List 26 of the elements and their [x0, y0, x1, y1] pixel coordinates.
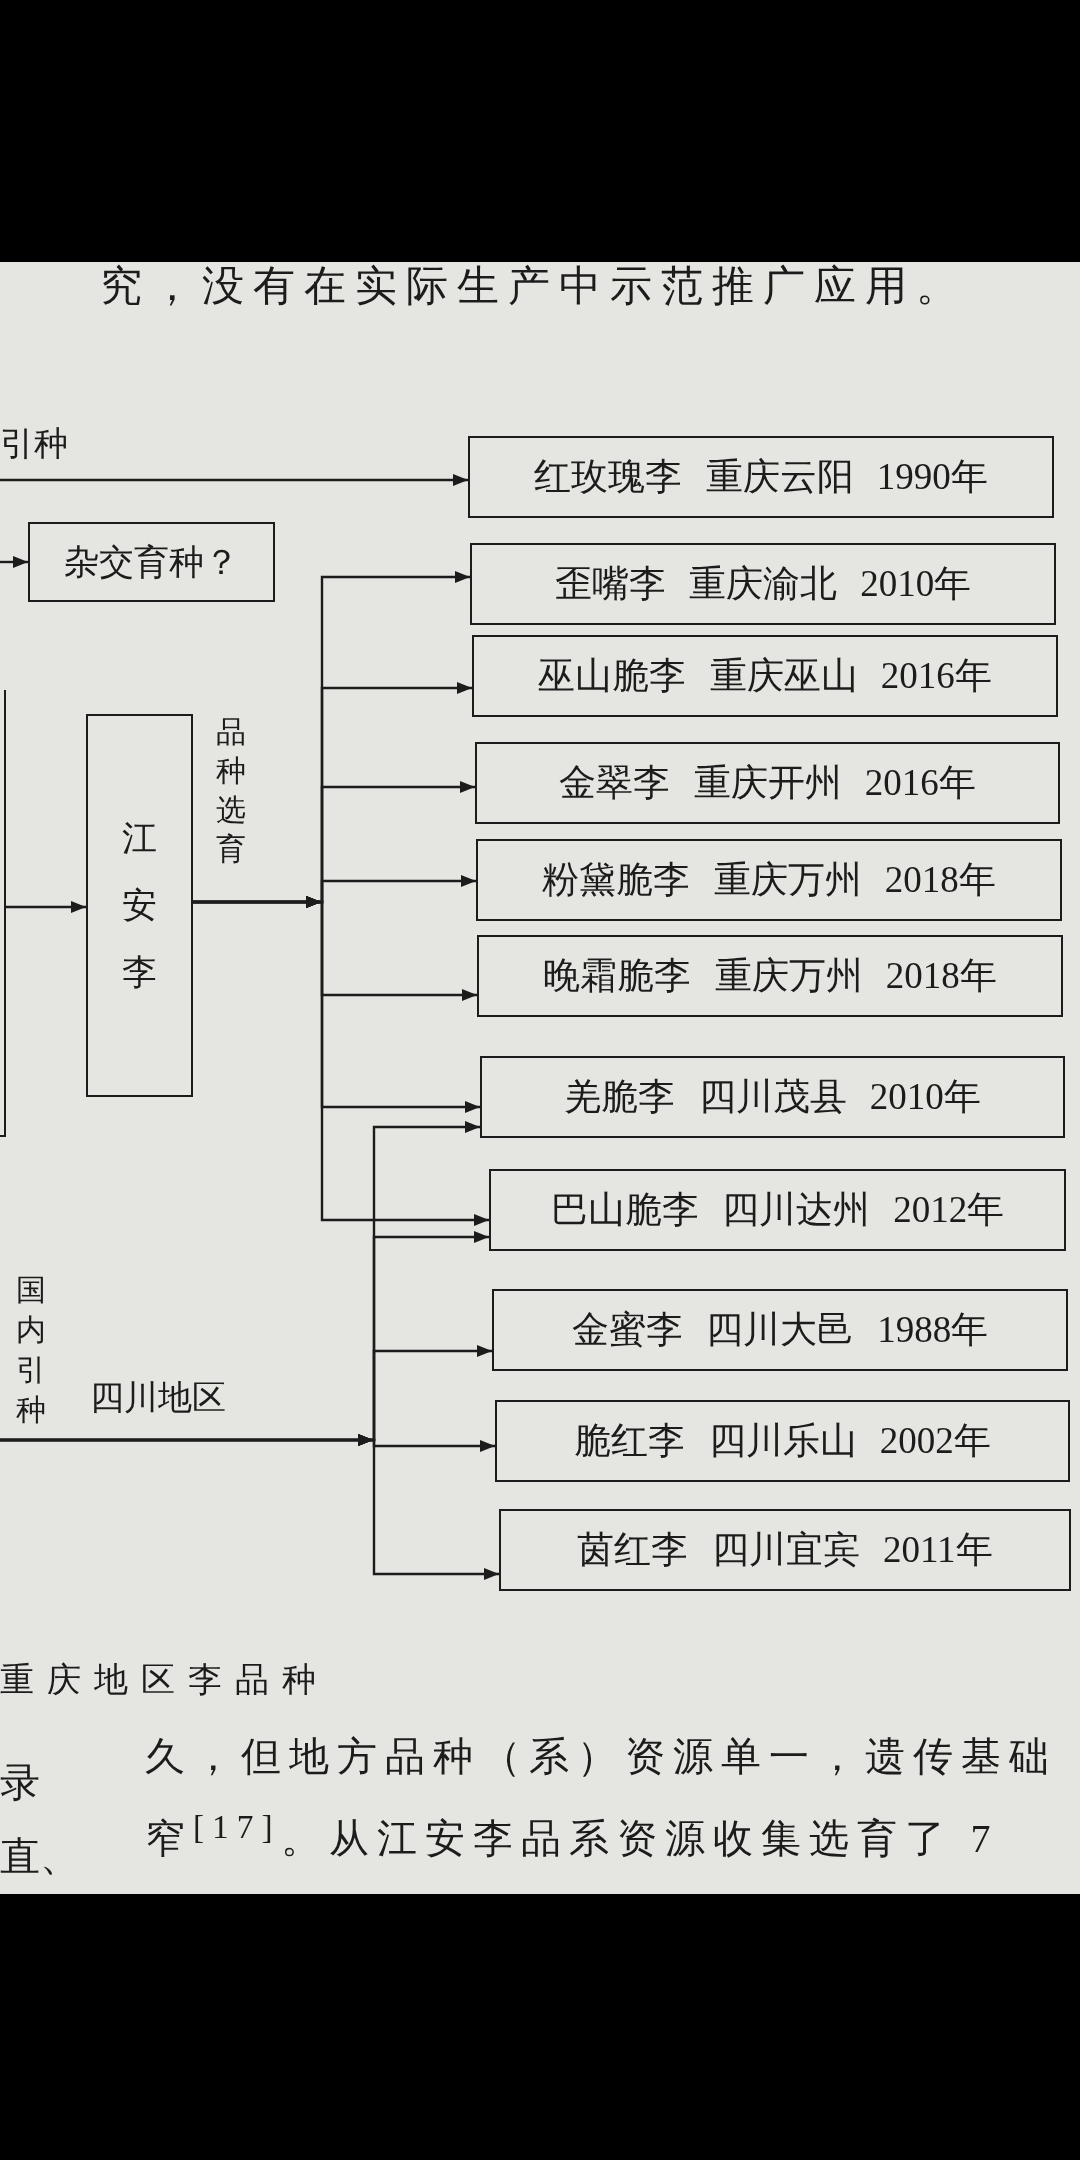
variety-box: 晚霜脆李 重庆万州 2018年 [477, 935, 1063, 1017]
text-line: 久，但地方品种（系）资源单一，遗传基础 [145, 1734, 1057, 1780]
text-fragment: 直、 [0, 1834, 80, 1880]
text-line: 究，没有在实际生产中示范推广应用。 [100, 262, 967, 311]
variety-box: 歪嘴李 重庆渝北 2010年 [470, 543, 1056, 625]
variety-box: 巴山脆李 四川达州 2012年 [489, 1169, 1066, 1251]
process-box: 杂交育种？ [28, 522, 275, 602]
variety-box: 金翠李 重庆开州 2016年 [475, 742, 1060, 824]
vertical-label: 国内引种 [16, 1272, 46, 1428]
arrow [0, 1434, 499, 1580]
text-line: 窄$^{[17]}$。从江安李品系资源收集选育了 7 [145, 1808, 999, 1863]
variety-box: 粉黛脆李 重庆万州 2018年 [476, 839, 1062, 921]
tall-box: 江安李 [86, 714, 193, 1097]
text-fragment: 录 [0, 1760, 40, 1806]
cut-off-box [0, 690, 6, 1137]
variety-box: 红玫瑰李 重庆云阳 1990年 [468, 436, 1054, 518]
variety-box: 羌脆李 四川茂县 2010年 [480, 1056, 1065, 1138]
arrow [6, 901, 86, 913]
figure-caption: 重庆地区李品种 [0, 1660, 329, 1700]
arrow [0, 556, 28, 568]
arrow [0, 474, 468, 486]
variety-box: 茵红李 四川宜宾 2011年 [499, 1509, 1071, 1591]
variety-box: 脆红李 四川乐山 2002年 [495, 1400, 1070, 1482]
variety-box: 巫山脆李 重庆巫山 2016年 [472, 635, 1058, 717]
variety-box: 金蜜李 四川大邑 1988年 [492, 1289, 1068, 1371]
arrow [193, 896, 489, 1226]
